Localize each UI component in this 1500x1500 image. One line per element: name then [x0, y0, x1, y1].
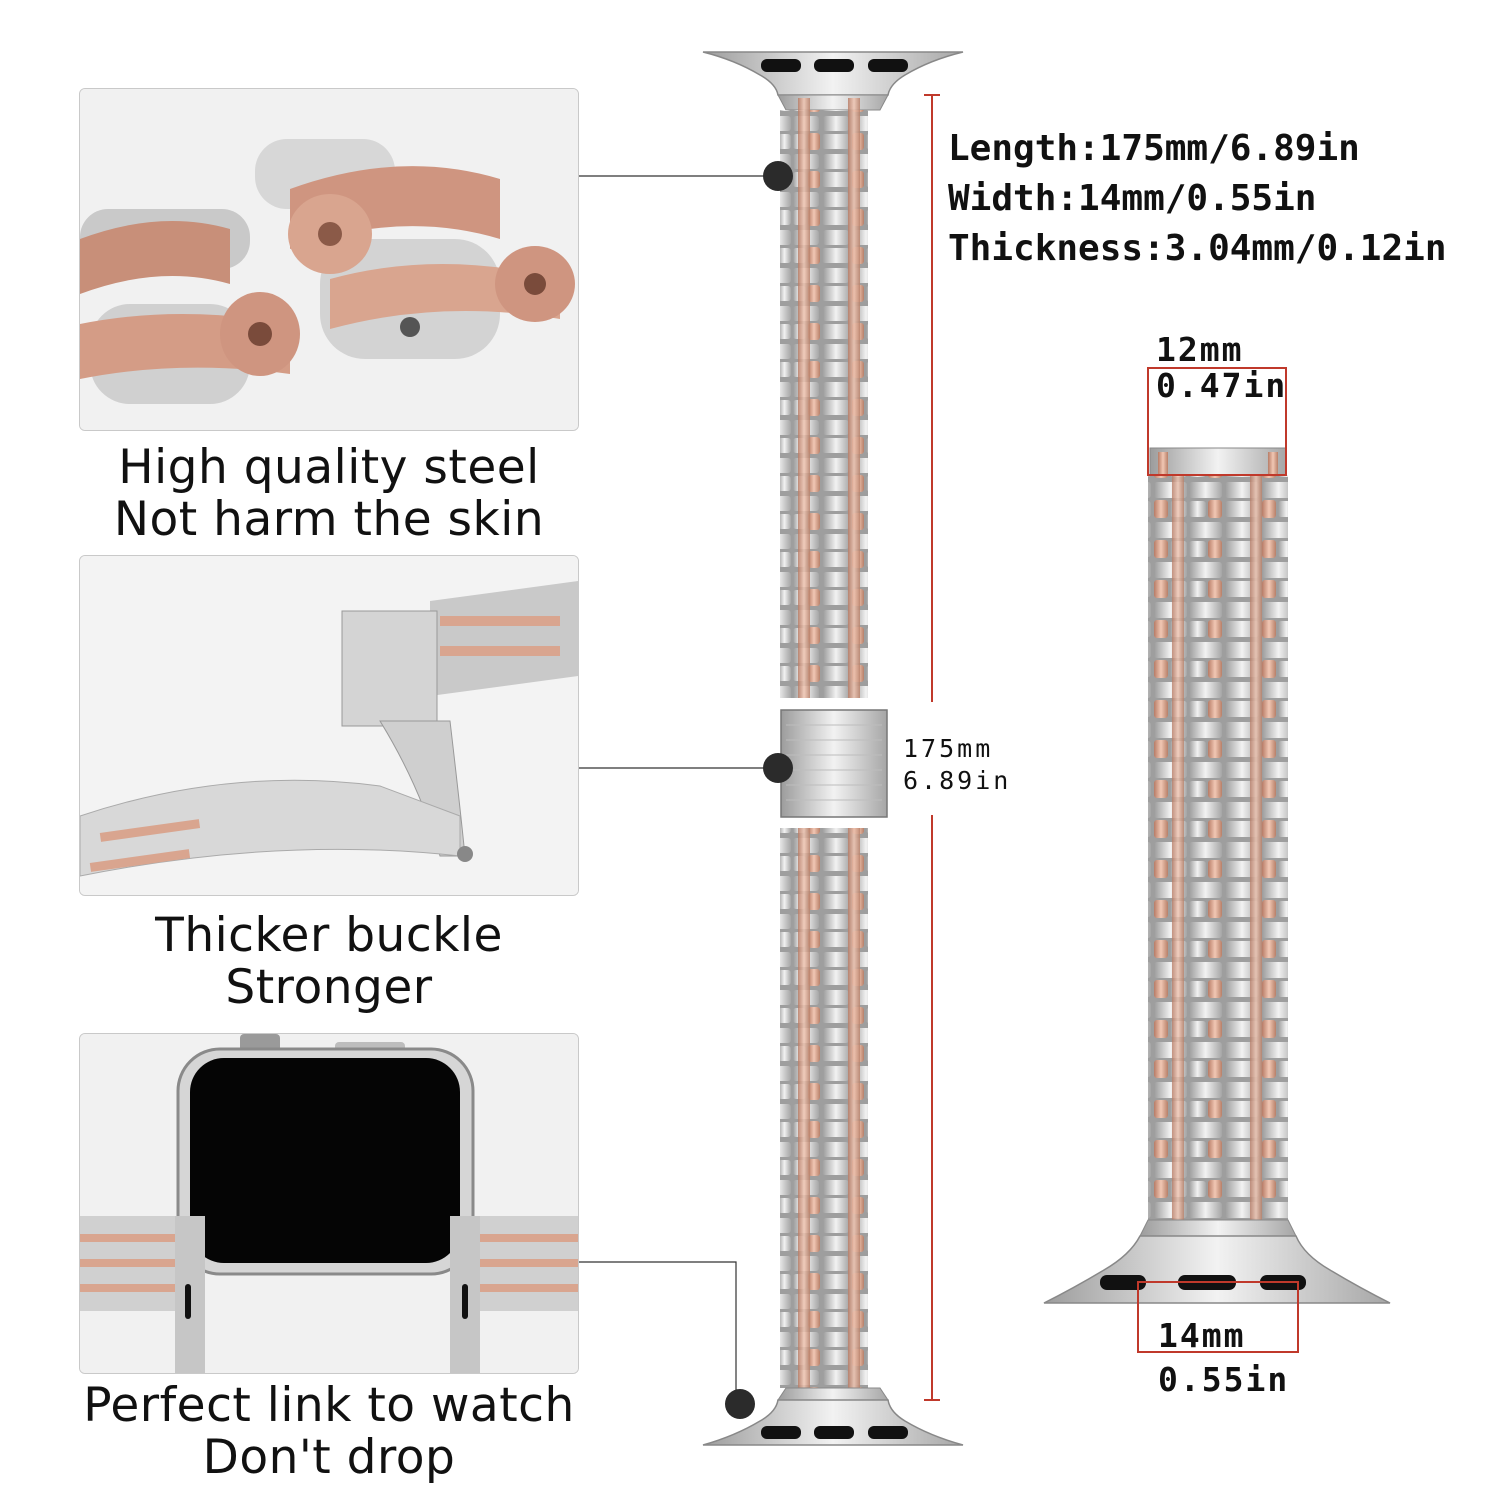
watch-screen [190, 1058, 460, 1263]
top-connector [702, 51, 964, 96]
taper-width-mm: 12mm [1156, 330, 1244, 369]
band-length-label: 175mm 6.89in [903, 733, 1011, 797]
band-length-mm: 175mm [903, 734, 994, 763]
spec-length: Length:175mm/6.89in [948, 128, 1360, 169]
main-band [702, 51, 964, 1446]
right-band [1043, 447, 1391, 1304]
callout-dot-middle [763, 753, 793, 783]
feature-caption-line2: Not harm the skin [113, 492, 545, 547]
taper-width-in: 0.47in [1156, 366, 1288, 405]
right-band-links [1148, 475, 1288, 1220]
buckle [780, 709, 888, 818]
feature-caption-steel: High quality steel Not harm the skin [40, 442, 618, 546]
feature-image-buckle [79, 555, 579, 896]
feature-caption-line2: Don't drop [202, 1430, 456, 1485]
feature-image-watch [79, 1033, 579, 1374]
feature-caption-buckle: Thicker buckle Stronger [40, 910, 618, 1014]
right-band-connector [1043, 1235, 1391, 1304]
callout-lines [578, 175, 778, 1404]
band-length-in: 6.89in [903, 766, 1012, 795]
spec-width: Width:14mm/0.55in [948, 178, 1317, 219]
lug-width-in: 0.55in [1158, 1360, 1290, 1399]
feature-caption-line1: High quality steel [118, 440, 540, 495]
callout-dot-top [763, 161, 793, 191]
feature-caption-watch: Perfect link to watch Don't drop [40, 1380, 618, 1484]
taper-width-label: 12mm 0.47in [1156, 332, 1287, 404]
feature-caption-line1: Perfect link to watch [83, 1378, 575, 1433]
lug-width-label: 14mm 0.55in [1158, 1314, 1289, 1402]
feature-caption-line1: Thicker buckle [155, 908, 503, 963]
width-dimension-lines [1137, 367, 1299, 1353]
feature-image-steel [79, 88, 579, 431]
length-dimension-line [924, 94, 940, 1401]
callout-dot-bottom [725, 1389, 755, 1419]
lug-width-mm: 14mm [1158, 1316, 1246, 1355]
feature-caption-line2: Stronger [225, 960, 433, 1015]
spec-thickness: Thickness:3.04mm/0.12in [948, 228, 1447, 269]
